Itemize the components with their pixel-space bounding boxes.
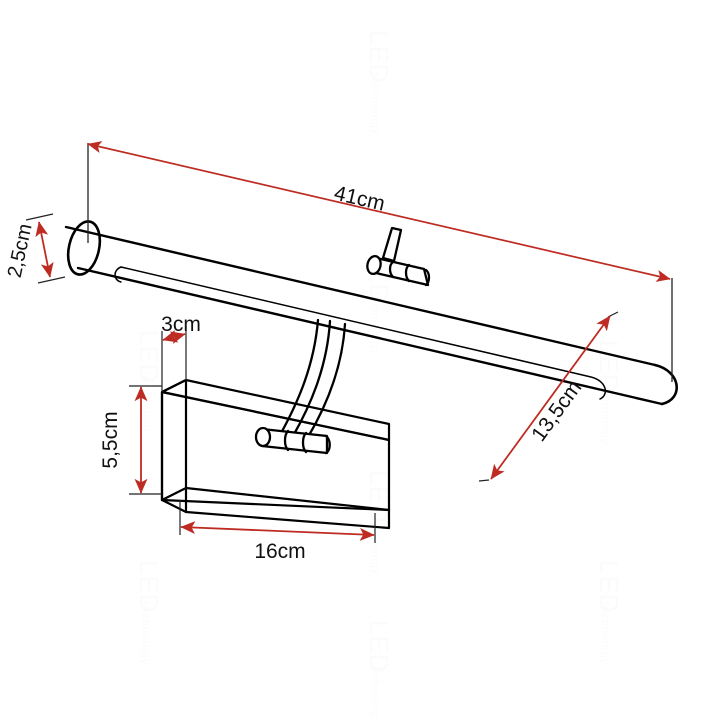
dimension-depth: 13,5cm [478,311,619,482]
watermark-text: LED [594,560,624,614]
dimension-label-base-width: 16cm [254,540,305,563]
watermark-subtext: technology [369,292,381,355]
tube-end-cap-right [653,363,678,406]
dimension-base-width: 16cm [179,500,376,563]
base-cylinder [254,426,331,455]
dimension-label-base-depth: 3cm [161,313,201,336]
dimension-base-depth: 3cm [161,313,201,392]
curved-arm [278,318,347,439]
dimension-label-tube-diameter: 2,5cm [4,222,37,280]
watermark-subtext: technology [599,602,611,665]
watermark-text: LED [134,330,164,384]
base-box [160,378,391,530]
dimension-tube-diameter: 2,5cm [4,213,66,284]
dimension-label-length: 41cm [332,182,387,216]
dimension-base-height: 5,5cm [99,385,162,495]
watermark-layer: LED technology LED technology LED techno… [134,30,624,720]
watermark-subtext: technology [139,602,151,665]
tube-light-channel-edge [114,266,122,283]
watermark-text: LED [364,620,394,674]
dimension-label-depth: 13,5cm [527,377,586,446]
watermark-subtext: technology [369,72,381,135]
watermark-text: LED [364,30,394,84]
watermark-text: LED [134,560,164,614]
dimension-label-base-height: 5,5cm [99,411,122,468]
watermark-subtext: technology [369,662,381,720]
